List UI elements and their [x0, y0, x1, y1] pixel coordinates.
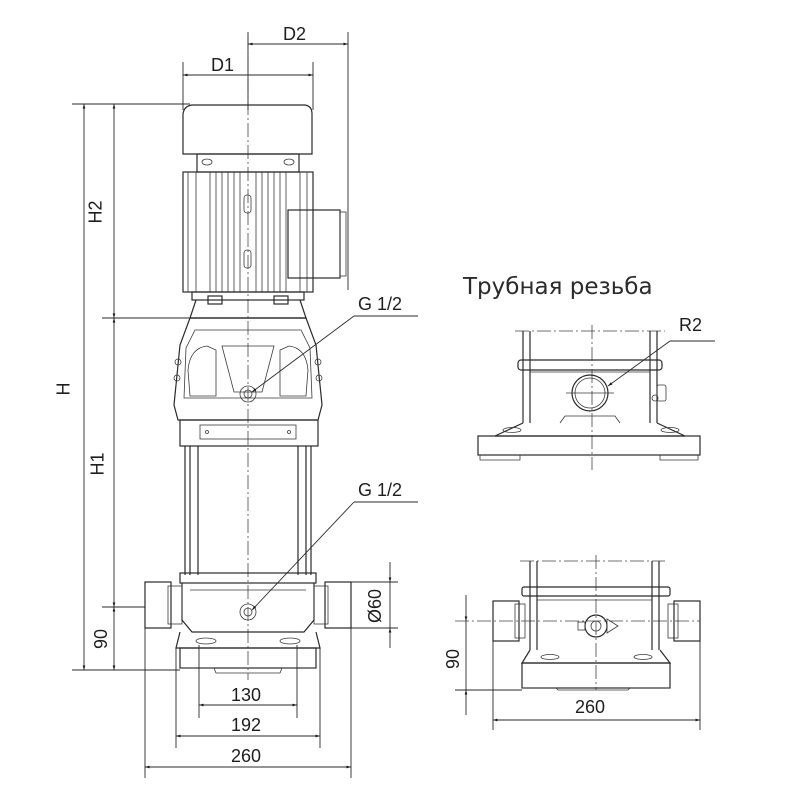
- detail-dimension-260-label: 260: [575, 697, 606, 717]
- dimension-port-diameter-label: Ø60: [365, 588, 386, 624]
- threaded-detail-title: Трубная резьба: [463, 274, 653, 300]
- dimension-d1-label: D1: [211, 55, 235, 75]
- threaded-detail-view: [477, 325, 715, 470]
- callout-upper-g12: G 1/2: [358, 294, 403, 314]
- dimension-192-label: 192: [231, 715, 262, 735]
- dimension-h-label: H: [53, 382, 74, 396]
- main-pump-view: [144, 35, 352, 680]
- dimension-h1-label: H1: [87, 452, 108, 476]
- dimension-h2-label: H2: [85, 200, 106, 224]
- main-view-dimensions: [72, 32, 418, 778]
- dimension-130-label: 130: [231, 685, 262, 705]
- callout-r2: R2: [679, 315, 703, 335]
- callout-lower-g12: G 1/2: [358, 480, 403, 500]
- dimension-d2-label: D2: [283, 24, 307, 44]
- detail-dimension-90-label: 90: [443, 648, 464, 670]
- union-detail-view: [455, 555, 701, 730]
- dimension-260-label: 260: [231, 746, 262, 766]
- dimension-90-label: 90: [91, 628, 112, 650]
